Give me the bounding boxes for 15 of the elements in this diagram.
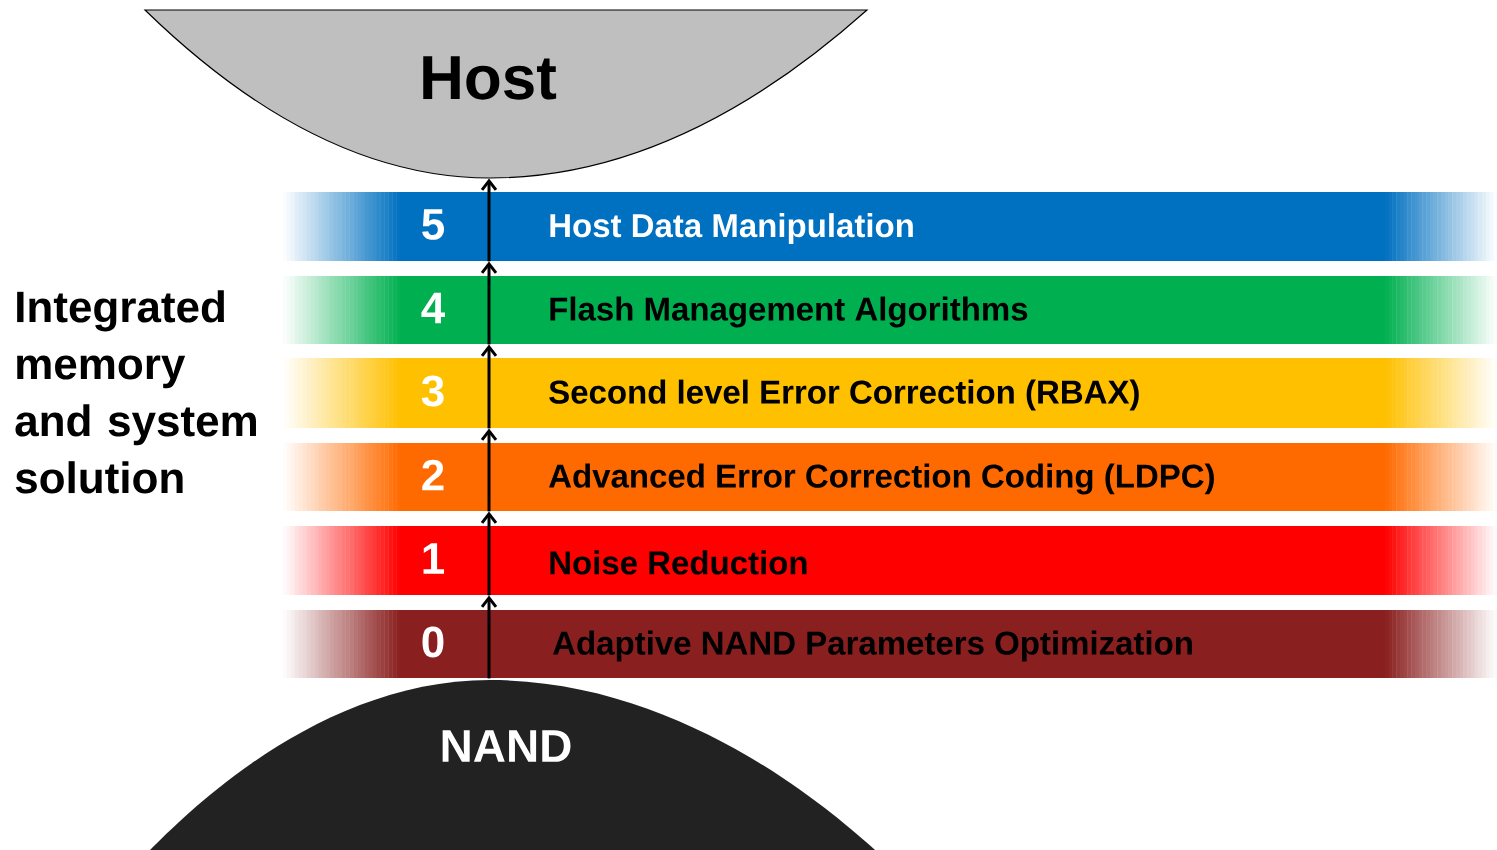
side-label: Integrated memory and system solution: [15, 290, 256, 494]
arrow: [480, 511, 498, 596]
layer-band: 0 Adaptive NAND Parameters Optimization: [283, 610, 1497, 678]
layer-band: 2 Advanced Error Correction Coding (LDPC): [283, 443, 1497, 511]
arrow: [480, 595, 498, 679]
layer-band: 4 Flash Management Algorithms: [283, 276, 1497, 344]
layer-band: 5 Host Data Manipulation: [283, 192, 1497, 261]
nand-mound: NAND: [150, 680, 875, 850]
arrow: [480, 261, 498, 345]
layer-band: 1 Noise Reduction: [283, 526, 1497, 595]
host-bowl: Host: [144, 9, 868, 179]
arrow: [480, 344, 498, 429]
layer-band: 3 Second level Error Correction (RBAX): [283, 358, 1497, 428]
arrow: [480, 428, 498, 512]
arrow: [480, 178, 498, 262]
